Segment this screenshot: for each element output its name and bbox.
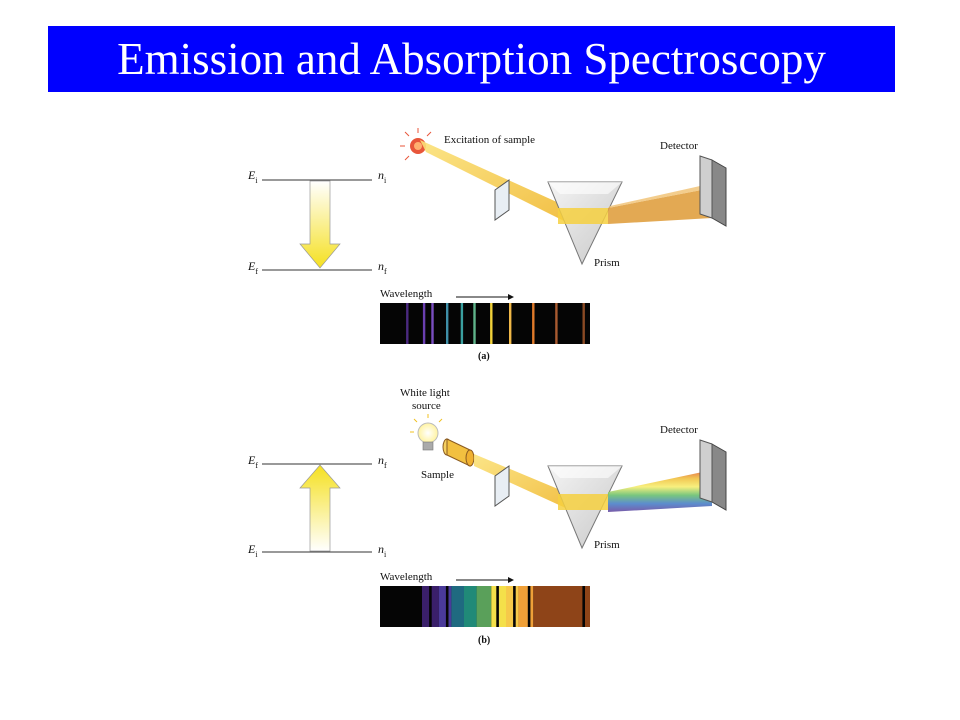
emission-line <box>431 303 434 344</box>
emission-prism <box>547 181 623 266</box>
emission-lower-level-label: Ef <box>247 259 258 276</box>
absorption-beam <box>474 454 570 510</box>
emission-beam <box>420 140 570 224</box>
emission-spectrum-lines <box>406 303 585 344</box>
absorption-line <box>429 586 432 627</box>
lightbulb-icon <box>410 414 443 451</box>
absorption-line <box>496 586 499 627</box>
emission-line <box>446 303 449 344</box>
absorption-band <box>518 586 534 627</box>
emission-line <box>460 303 464 344</box>
absorption-up-arrow <box>299 464 341 552</box>
emission-line <box>555 303 558 344</box>
absorption-line <box>582 586 585 627</box>
absorption-caption: (b) <box>478 635 490 646</box>
sample-cell-icon <box>442 438 475 467</box>
emission-line <box>406 303 409 344</box>
emission-output-beam <box>608 188 712 224</box>
emission-wavelength-label: Wavelength <box>380 288 433 300</box>
slide-title: Emission and Absorption Spectroscopy <box>117 34 826 84</box>
white-light-label-1: White light <box>400 387 450 399</box>
emission-upper-level-label: Ei <box>247 168 258 185</box>
absorption-band <box>464 586 477 627</box>
emission-line <box>422 303 426 344</box>
sample-label: Sample <box>421 469 454 481</box>
absorption-panel: Ef nf Ei ni White light source Sample <box>247 387 727 646</box>
absorption-rainbow-beam <box>608 470 712 512</box>
emission-line <box>582 303 585 344</box>
absorption-band <box>506 586 519 627</box>
emission-detector-label: Detector <box>660 140 698 152</box>
emission-wavelength-arrow <box>456 294 514 300</box>
absorption-prism-label: Prism <box>594 539 620 551</box>
absorption-energy-levels: Ef nf Ei ni <box>247 453 387 559</box>
absorption-line <box>513 586 516 627</box>
absorption-band <box>476 586 492 627</box>
emission-upper-n-label: ni <box>378 168 387 185</box>
absorption-band <box>533 586 590 627</box>
absorption-upper-n-label: nf <box>378 453 387 470</box>
absorption-band <box>438 586 452 627</box>
excitation-label: Excitation of sample <box>444 134 535 146</box>
absorption-wavelength-arrow <box>456 577 514 583</box>
white-light-label-2: source <box>412 400 441 412</box>
emission-line <box>509 303 512 344</box>
emission-line <box>490 303 493 344</box>
absorption-band <box>380 586 422 627</box>
emission-prism-label: Prism <box>594 257 620 269</box>
absorption-lower-n-label: ni <box>378 542 387 559</box>
absorption-lower-level-label: Ei <box>247 542 258 559</box>
absorption-detector-label: Detector <box>660 424 698 436</box>
emission-slit <box>494 179 510 221</box>
emission-panel: Ei ni Ef nf Excitation of sample <box>247 128 727 362</box>
absorption-spectrum-lines <box>429 586 585 627</box>
absorption-line <box>527 586 531 627</box>
emission-detector-icon <box>699 155 727 227</box>
emission-line <box>473 303 476 344</box>
absorption-prism <box>547 465 623 550</box>
absorption-detector-icon <box>699 439 727 511</box>
emission-energy-levels: Ei ni Ef nf <box>247 168 387 276</box>
absorption-spectrum-bands <box>380 586 590 627</box>
absorption-slit <box>494 465 510 507</box>
emission-caption: (a) <box>478 351 490 362</box>
emission-lower-n-label: nf <box>378 259 387 276</box>
absorption-band <box>451 586 464 627</box>
emission-down-arrow <box>299 180 341 269</box>
emission-spectrum-strip <box>380 303 590 344</box>
title-bar: Emission and Absorption Spectroscopy <box>48 26 895 92</box>
absorption-upper-level-label: Ef <box>247 453 258 470</box>
absorption-wavelength-label: Wavelength <box>380 571 433 583</box>
absorption-line <box>445 586 449 627</box>
emission-line <box>532 303 535 344</box>
